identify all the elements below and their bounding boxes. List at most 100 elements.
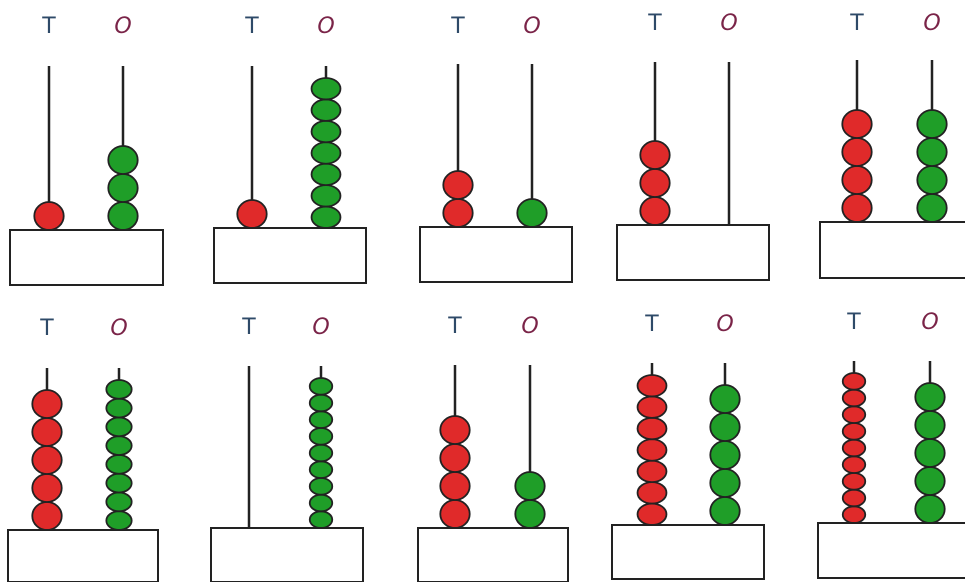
tens-bead	[639, 168, 671, 198]
ones-bead	[105, 491, 133, 513]
ones-bead	[310, 98, 342, 122]
tens-label: T	[447, 314, 462, 339]
abacus-base	[213, 227, 367, 284]
ones-bead	[709, 384, 741, 414]
ones-bead	[916, 137, 948, 167]
ones-label: O	[114, 14, 131, 39]
tens-label: T	[241, 315, 256, 340]
abacus-base	[7, 529, 159, 582]
tens-bead	[31, 501, 63, 531]
ones-bead	[310, 162, 342, 187]
tens-bead	[636, 395, 668, 419]
ones-label: O	[923, 11, 940, 36]
tens-bead	[636, 459, 668, 484]
abacus-base	[616, 224, 770, 281]
ones-bead	[516, 198, 548, 228]
abacus-base	[9, 229, 164, 286]
abacus-base	[210, 527, 364, 582]
tens-bead	[439, 415, 471, 445]
ones-bead	[310, 205, 342, 229]
ones-bead	[310, 119, 342, 144]
tens-bead	[841, 422, 867, 441]
ones-bead	[105, 397, 133, 419]
tens-bead	[639, 140, 671, 170]
tens-bead	[639, 196, 671, 226]
ones-bead	[105, 379, 133, 400]
ones-bead	[514, 471, 546, 501]
ones-bead	[308, 460, 334, 479]
tens-bead	[841, 505, 867, 524]
tens-label: T	[846, 310, 861, 335]
ones-label: O	[921, 310, 938, 335]
ones-label: O	[720, 11, 737, 36]
tens-bead	[31, 473, 63, 503]
tens-bead	[636, 438, 668, 462]
ones-bead	[308, 477, 334, 496]
ones-label: O	[523, 14, 540, 39]
abacus-base	[817, 522, 965, 579]
abacus-base	[611, 524, 765, 580]
ones-bead	[105, 510, 133, 531]
tens-bead	[841, 109, 873, 139]
ones-bead	[308, 443, 334, 463]
ones-bead	[308, 377, 334, 396]
tens-bead	[841, 455, 867, 474]
ones-bead	[308, 493, 334, 513]
tens-bead	[841, 137, 873, 167]
tens-bead	[636, 374, 668, 398]
ones-label: O	[317, 14, 334, 39]
tens-bead	[841, 193, 873, 223]
tens-bead	[33, 201, 65, 231]
tens-bead	[442, 198, 474, 228]
tens-label: T	[849, 11, 864, 36]
ones-bead	[914, 410, 946, 440]
tens-bead	[841, 488, 867, 508]
tens-label: T	[647, 11, 662, 36]
ones-bead	[310, 184, 342, 208]
ones-bead	[709, 440, 741, 470]
abacus-base	[419, 226, 573, 283]
tens-bead	[31, 389, 63, 419]
tens-label: T	[644, 312, 659, 337]
ones-label: O	[521, 314, 538, 339]
abacus-base	[417, 527, 569, 582]
ones-bead	[709, 412, 741, 442]
tens-bead	[31, 417, 63, 447]
ones-bead	[105, 472, 133, 494]
ones-bead	[914, 438, 946, 468]
tens-label: T	[450, 14, 465, 39]
tens-bead	[636, 416, 668, 441]
ones-bead	[105, 454, 133, 475]
tens-label: T	[244, 14, 259, 39]
ones-bead	[107, 173, 139, 203]
tens-label: T	[39, 316, 54, 341]
tens-bead	[636, 481, 668, 505]
ones-bead	[310, 77, 342, 101]
tens-label: T	[41, 14, 56, 39]
tens-bead	[236, 199, 268, 229]
tens-bead	[841, 165, 873, 195]
ones-bead	[105, 416, 133, 438]
ones-bead	[914, 382, 946, 412]
ones-bead	[914, 466, 946, 496]
tens-bead	[841, 472, 867, 491]
ones-bead	[514, 499, 546, 529]
tens-bead	[442, 170, 474, 200]
ones-bead	[914, 494, 946, 524]
tens-bead	[841, 438, 867, 458]
ones-bead	[308, 393, 334, 413]
ones-bead	[916, 193, 948, 223]
ones-label: O	[312, 315, 329, 340]
ones-bead	[916, 165, 948, 195]
tens-bead	[31, 445, 63, 475]
abacus-base	[819, 221, 965, 279]
